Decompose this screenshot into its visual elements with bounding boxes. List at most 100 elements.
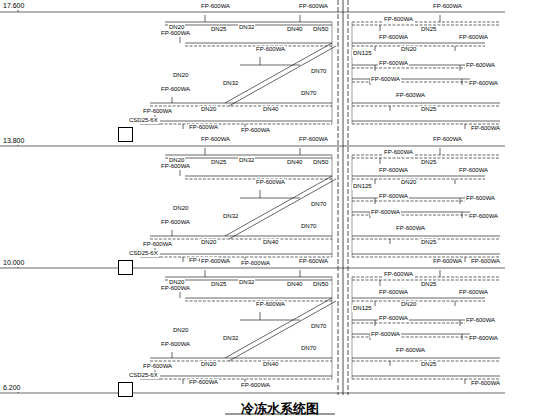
unit-label: FP-600WA: [240, 127, 271, 134]
pipe-size: DN70: [310, 201, 327, 208]
pipe-size: DN20: [400, 301, 417, 308]
pipe-size: DN32: [222, 213, 239, 220]
unit-label: FP-600WA: [200, 3, 231, 10]
pipe-size: DN40: [286, 281, 303, 288]
unit-label: FP-600WA: [370, 209, 401, 216]
elevation-label: 17.600: [2, 2, 25, 10]
unit-label: FP-600WA: [458, 289, 489, 296]
unit-label: FP-600WA: [458, 167, 489, 174]
unit-label: FP-600WA: [468, 213, 499, 220]
pipe-size: DN25: [420, 361, 437, 368]
air-handler: CSD25-6X: [118, 363, 159, 397]
pipe-size: DN70: [310, 323, 327, 330]
pipe-size: DN20: [200, 239, 217, 246]
pipe-size: DN70: [300, 90, 317, 97]
pipe-size: DN20: [168, 279, 185, 286]
elevation-label: 13.800: [2, 137, 25, 145]
pipe-size: DN125: [352, 183, 373, 190]
unit-label: FP-600WA: [470, 380, 501, 387]
unit-label: FP-600WA: [465, 317, 496, 324]
pipe-size: DN25: [210, 26, 227, 33]
pipe-size: DN32: [238, 24, 255, 31]
pipe-size: DN125: [352, 50, 373, 57]
unit-label: FP-600WA: [458, 34, 489, 41]
pipe-size: DN40: [262, 361, 279, 368]
pipe-size: DN25: [420, 239, 437, 246]
unit-label: FP-600WA: [432, 258, 463, 265]
pipe-size: DN25: [420, 159, 437, 166]
pipe-size: DN40: [262, 106, 279, 113]
pipe-size: DN70: [310, 68, 327, 75]
unit-label: FP-600WA: [298, 136, 329, 143]
unit-label: FP-600WA: [468, 80, 499, 87]
unit-box: [118, 127, 133, 142]
unit-label: FP-600WA: [240, 260, 271, 267]
unit-label: CSD25-6X: [128, 117, 159, 124]
pipe-size: DN25: [420, 106, 437, 113]
pipe-size: DN25: [210, 281, 227, 288]
pipe-size: DN32: [238, 157, 255, 164]
pipe-size: DN25: [420, 281, 437, 288]
elevation-label: 6.200: [2, 384, 22, 392]
unit-label: FP-600WA: [255, 46, 286, 53]
unit-label: FP-600WA: [160, 219, 191, 226]
unit-label: FP-600WA: [160, 285, 191, 292]
elevation-label: 10.000: [2, 259, 25, 267]
pipe-size: DN20: [172, 327, 189, 334]
unit-label: FP-600WA: [468, 335, 499, 342]
unit-label: FP-600WA: [395, 92, 426, 99]
unit-label: FP-600WA: [188, 379, 219, 386]
pipe-size: DN32: [238, 279, 255, 286]
unit-label: FP-600WA: [255, 179, 286, 186]
pipe-size: DN70: [300, 223, 317, 230]
unit-label: FP-600WA: [160, 30, 191, 37]
pipe-size: DN20: [168, 157, 185, 164]
unit-label: FP-600WA: [465, 62, 496, 69]
unit-label: FP-600WA: [240, 382, 271, 389]
unit-label: FP-600WA: [370, 76, 401, 83]
pipe-size: DN20: [200, 361, 217, 368]
unit-label: FP-600WA: [432, 3, 463, 10]
diagram-title: 冷冻水系统图: [0, 400, 560, 418]
unit-label: FP-600WA: [432, 136, 463, 143]
unit-label: FP-600WA: [383, 16, 414, 23]
unit-label: FP-600WA: [142, 241, 173, 248]
unit-label: FP-600WA: [383, 271, 414, 278]
pipe-size: DN70: [300, 345, 317, 352]
unit-label: FP-600WA: [378, 193, 409, 200]
pipe-size: DN40: [262, 239, 279, 246]
unit-label: FP-600WA: [378, 315, 409, 322]
pipe-size: DN50: [312, 159, 329, 166]
unit-label: FP-600WA: [383, 149, 414, 156]
pipe-size: DN20: [400, 46, 417, 53]
pipe-size: DN20: [172, 205, 189, 212]
unit-label: CSD25-6X: [128, 250, 159, 257]
unit-label: FP-600WA: [470, 125, 501, 132]
unit-label: FP-600WA: [200, 258, 231, 265]
unit-label: FP-600WA: [298, 258, 329, 265]
unit-label: FP-600WA: [395, 225, 426, 232]
unit-label: FP-600WA: [370, 331, 401, 338]
air-handler: CSD25-6X: [118, 241, 159, 275]
unit-label: FP-600WA: [465, 195, 496, 202]
pipe-size: DN50: [312, 281, 329, 288]
pipe-size: DN32: [222, 335, 239, 342]
pipe-size: DN125: [352, 305, 373, 312]
pipe-size: DN25: [420, 26, 437, 33]
pipe-size: DN20: [172, 72, 189, 79]
unit-label: CSD25-6X: [128, 372, 159, 379]
unit-label: FP-600WA: [470, 258, 501, 265]
unit-label: FP-600WA: [160, 163, 191, 170]
unit-label: FP-600WA: [142, 363, 173, 370]
pipe-size: DN40: [286, 26, 303, 33]
unit-label: FP-600WA: [188, 124, 219, 131]
unit-label: FP-600WA: [378, 34, 409, 41]
unit-label: FP-600WA: [378, 289, 409, 296]
pipe-size: DN20: [168, 24, 185, 31]
pipe-size: DN32: [222, 80, 239, 87]
unit-label: FP-600WA: [298, 3, 329, 10]
pipe-size: DN25: [210, 159, 227, 166]
unit-label: FP-600WA: [378, 167, 409, 174]
unit-label: FP-600WA: [160, 86, 191, 93]
pipe-size: DN50: [312, 26, 329, 33]
